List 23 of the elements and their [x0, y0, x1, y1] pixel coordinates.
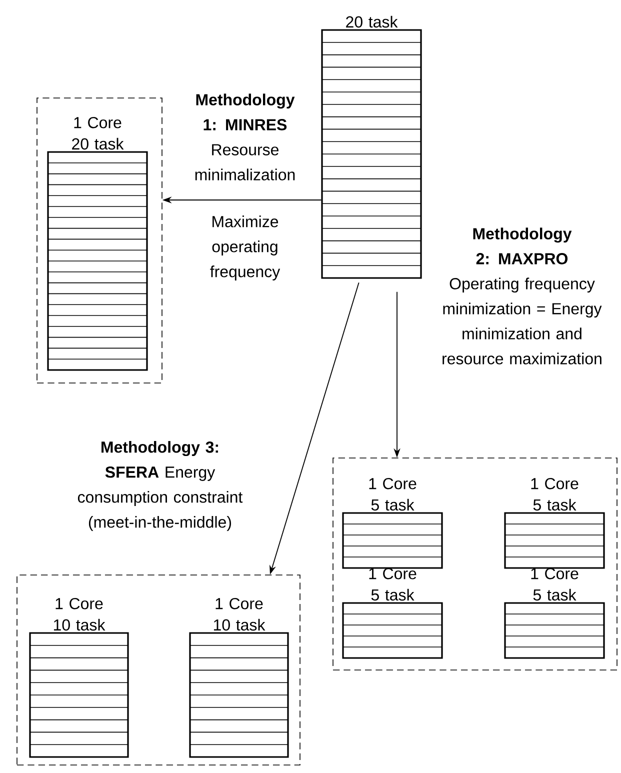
- task-stack: [321, 29, 422, 279]
- group-frame: [332, 458, 618, 670]
- task-stack: [189, 632, 289, 758]
- core-label: 20 task: [346, 16, 398, 28]
- task-stack: [342, 602, 443, 659]
- task-stack: [29, 632, 129, 758]
- task-stack: [504, 512, 605, 569]
- edge-label: Methodology 2: MAXPRO Operating frequency minimization = Energy minimization and resource maximization: [442, 228, 602, 364]
- edge-label: Methodology 1: MINRES Resourse minimalization: [195, 94, 295, 180]
- edge-label: Methodology 3: SFERA Energy consumption constraint (meet-in-the-middle): [78, 441, 243, 531]
- note-text: Maximize operating frequency: [210, 216, 280, 280]
- task-stack: [504, 602, 605, 659]
- group-frame: [36, 98, 162, 384]
- core-label: 1 Core 5 task: [531, 478, 578, 511]
- core-label: 1 Core 20 task: [72, 116, 124, 150]
- task-stack: [47, 151, 148, 371]
- core-label: 1 Core 5 task: [369, 568, 416, 601]
- core-label: 1 Core 10 task: [214, 598, 266, 631]
- core-label: 1 Core 10 task: [54, 598, 106, 631]
- group-frame: [16, 574, 300, 766]
- core-label: 1 Core 5 task: [531, 568, 578, 601]
- task-stack: [342, 512, 443, 569]
- core-label: 1 Core 5 task: [369, 478, 416, 511]
